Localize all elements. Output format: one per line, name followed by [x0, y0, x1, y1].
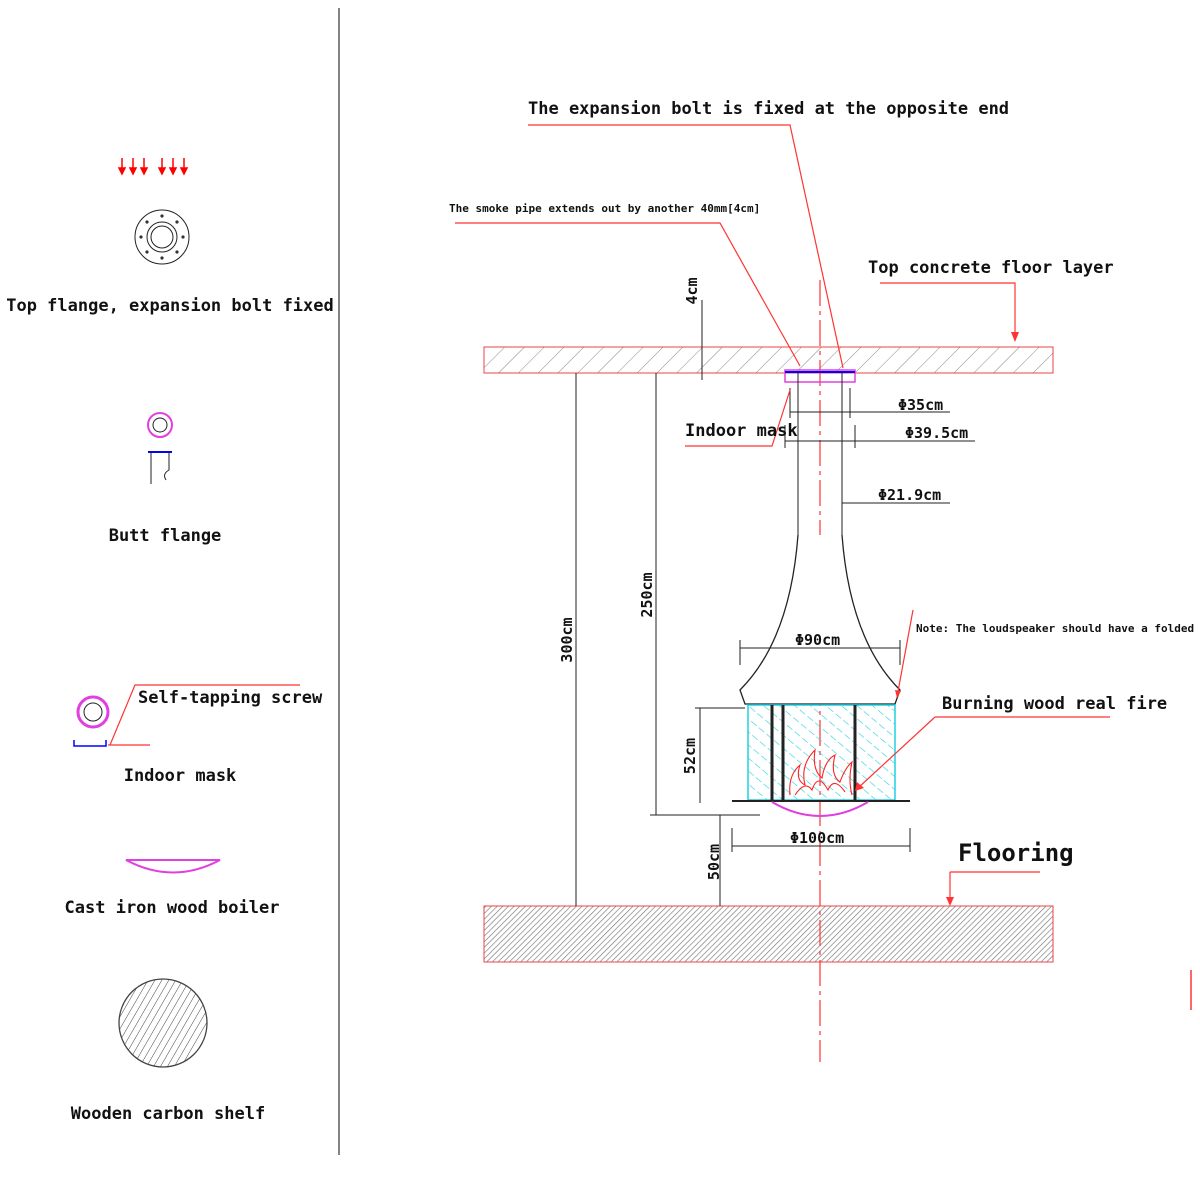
height-300-label: 300cm	[558, 617, 576, 662]
diameter-35-label: Φ35cm	[898, 396, 943, 414]
diameter-100-label: Φ100cm	[790, 829, 844, 847]
height-50-label: 50cm	[705, 844, 723, 880]
wooden-carbon-shelf-icon	[118, 978, 208, 1068]
flame-icon	[789, 748, 853, 796]
hood	[739, 534, 901, 705]
flooring-label: Flooring	[958, 839, 1074, 867]
height-52-label: 52cm	[681, 738, 699, 774]
expansion-bolt-note: The expansion bolt is fixed at the oppos…	[528, 99, 1009, 119]
height-4-label: 4cm	[683, 277, 701, 304]
floor-slab	[483, 905, 1054, 963]
indoor-mask-icon	[73, 695, 110, 747]
leader-lines	[455, 124, 1110, 906]
indoor-mask-legend-label: Indoor mask	[124, 766, 237, 786]
wood-boiler-bowl	[771, 801, 869, 817]
diameter-39-5-label: Φ39.5cm	[905, 424, 968, 442]
diameter-21-9-label: Φ21.9cm	[878, 486, 941, 504]
top-flange-label: Top flange, expansion bolt fixed	[6, 296, 334, 316]
glass-enclosure	[747, 704, 896, 801]
fireplace	[732, 369, 910, 817]
cast-iron-boiler-icon	[125, 859, 221, 874]
loudspeaker-note: Note: The loudspeaker should have a fold…	[916, 622, 1200, 635]
top-concrete-label: Top concrete floor layer	[868, 258, 1114, 278]
dimension-lines	[575, 300, 975, 906]
height-250-label: 250cm	[638, 572, 656, 617]
indoor-mask-plate	[784, 369, 856, 383]
diameter-90-label: Φ90cm	[795, 631, 840, 649]
ceiling-slab	[483, 346, 1054, 374]
butt-flange-icon	[147, 412, 173, 484]
indoor-mask-label: Indoor mask	[685, 421, 798, 441]
burning-fire-label: Burning wood real fire	[942, 694, 1167, 714]
self-tapping-screw-label: Self-tapping screw	[138, 688, 323, 708]
cast-iron-boiler-label: Cast iron wood boiler	[65, 898, 280, 918]
butt-flange-label: Butt flange	[109, 526, 222, 546]
top-flange-icon	[134, 209, 190, 265]
down-arrows-icon	[117, 157, 188, 176]
smoke-pipe-note: The smoke pipe extends out by another 40…	[449, 202, 760, 215]
wooden-carbon-shelf-label: Wooden carbon shelf	[71, 1104, 265, 1124]
screw-leader-line	[108, 684, 300, 746]
